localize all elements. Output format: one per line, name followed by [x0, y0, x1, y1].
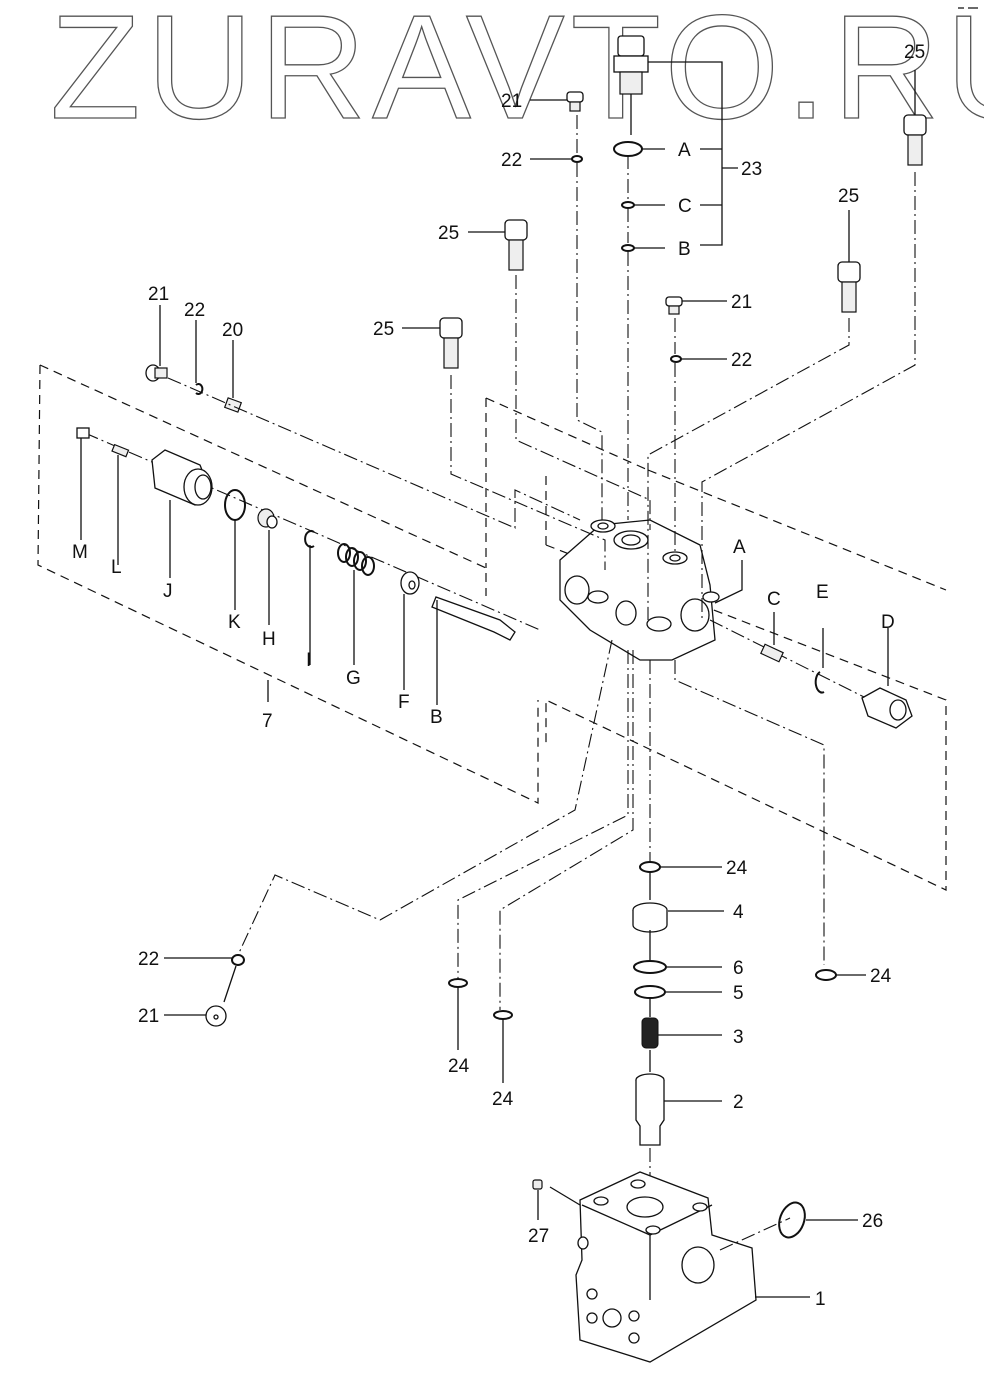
callout-23-A: A: [678, 140, 691, 161]
callout-2: 2: [733, 1092, 744, 1113]
oring-23C: [621, 201, 635, 209]
callout-7: 7: [262, 711, 273, 732]
bolt-25-far-right: [903, 114, 927, 166]
part-D-plug: [861, 687, 913, 729]
watermark-text: ZURAVTO.RU: [50, 0, 984, 150]
oring-5: [634, 985, 666, 999]
oring-22-bottom: [231, 954, 245, 966]
callout-21-bottom: 21: [138, 1006, 159, 1027]
callout-20: 20: [222, 320, 243, 341]
part-C-fitting: [760, 643, 784, 663]
callout-23: 23: [741, 159, 762, 180]
part-M-nut: [76, 427, 90, 439]
callout-labels: 21 22 23 A C B 25 25 25 25 21 22 21 22 2…: [72, 42, 925, 1310]
callout-D: D: [881, 612, 895, 633]
callout-26: 26: [862, 1211, 883, 1232]
callout-5: 5: [733, 983, 744, 1004]
callout-6: 6: [733, 958, 744, 979]
callout-22-left: 22: [184, 300, 205, 321]
part-21-plug-top: [566, 91, 584, 112]
callout-24-mid: 24: [492, 1089, 514, 1110]
callout-I: I: [306, 650, 311, 671]
assembly-7-boundary: [37, 364, 649, 804]
callout-1: 1: [815, 1289, 826, 1310]
callout-24-right: 24: [870, 966, 892, 987]
callout-4: 4: [733, 902, 744, 923]
callout-B: B: [430, 707, 443, 728]
part-H-plug: [257, 508, 278, 529]
callout-G: G: [346, 668, 361, 689]
callout-21-right: 21: [731, 292, 752, 313]
callout-22-bottom: 22: [138, 949, 159, 970]
oring-26: [778, 1201, 806, 1239]
callout-A: A: [733, 537, 746, 558]
callout-H: H: [262, 629, 276, 650]
bolt-25-center: [504, 219, 528, 271]
callout-23-B: B: [678, 239, 691, 260]
oring-22-right: [670, 355, 682, 363]
part-20-screw: [223, 397, 243, 413]
callout-25-center: 25: [438, 223, 459, 244]
part-21-plug-right: [665, 296, 683, 315]
oring-22-top: [571, 155, 583, 163]
part-F-washer: [400, 571, 420, 595]
part-L-setscrew: [111, 443, 130, 458]
part-J-cap: [151, 449, 213, 506]
oring-K: [224, 489, 246, 521]
part-21-plug-bottom: [205, 1005, 227, 1027]
callout-21-top: 21: [501, 91, 522, 112]
part-23-fitting: [613, 35, 649, 135]
callout-M: M: [72, 542, 88, 563]
ring-6: [633, 960, 667, 974]
callout-F: F: [398, 692, 410, 713]
part-G-spring: [337, 543, 375, 576]
oring-24-center: [639, 861, 661, 873]
oring-23B: [621, 244, 635, 252]
callout-C: C: [767, 589, 781, 610]
valve-body: [559, 519, 720, 661]
callout-22-top: 22: [501, 150, 522, 171]
callout-L: L: [111, 557, 122, 578]
part-2-cartridge: [635, 1073, 665, 1146]
callout-23-C: C: [678, 196, 692, 217]
oring-I: [304, 530, 315, 548]
oring-22-left: [195, 383, 204, 395]
oring-24-mid: [493, 1010, 513, 1020]
oring-24-right: [815, 969, 837, 981]
callout-3: 3: [733, 1027, 744, 1048]
callout-24-left: 24: [448, 1056, 470, 1077]
callout-E: E: [816, 582, 829, 603]
part-27-screw: [532, 1179, 543, 1190]
part-1-housing: [575, 1171, 757, 1363]
callout-K: K: [228, 612, 241, 633]
oring-24-left: [448, 978, 468, 988]
callout-25-left: 25: [373, 319, 394, 340]
right-assembly-boundary: [545, 469, 947, 891]
callout-21-left: 21: [148, 284, 169, 305]
callout-25-far-right: 25: [904, 42, 925, 63]
callout-24-center: 24: [726, 858, 748, 879]
part-3-spring: [641, 1017, 659, 1049]
part-4-cap: [632, 902, 668, 933]
bolt-25-right-mid: [837, 261, 861, 313]
part-21-plug-left: [145, 364, 168, 382]
part-B-spool: [431, 596, 516, 641]
callout-22-right: 22: [731, 350, 752, 371]
oring-E: [814, 671, 825, 694]
callout-25-right-mid: 25: [838, 186, 859, 207]
callout-27: 27: [528, 1226, 549, 1247]
callout-J: J: [163, 581, 173, 602]
bolt-25-left: [439, 317, 463, 369]
